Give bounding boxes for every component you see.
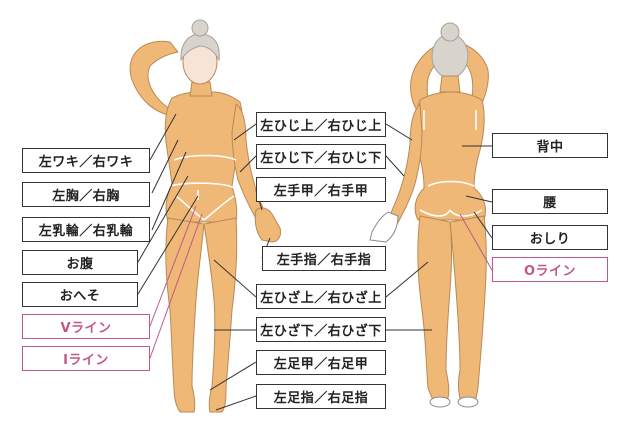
connector-ashiyubi [215, 395, 257, 411]
connector-koshi [465, 195, 493, 203]
connector-hiza-ue [213, 259, 257, 298]
label-waki: 左ワキ／右ワキ [22, 148, 150, 173]
connector-onaka [137, 175, 189, 263]
label-tekou: 左手甲／右手甲 [256, 177, 386, 202]
label-o-line: Oライン [492, 257, 608, 282]
label-ashikou: 左足甲／右足甲 [256, 350, 386, 375]
label-ashiyubi: 左足指／右足指 [256, 384, 386, 409]
front-torso [164, 91, 243, 223]
connector-hiji-ue-back [385, 123, 413, 141]
front-left-leg [165, 217, 205, 413]
connector-v-line [149, 205, 197, 327]
connector-o-line [459, 213, 493, 271]
connector-lines-pink [149, 205, 493, 359]
label-nyurin: 左乳輪／右乳輪 [22, 217, 150, 242]
front-right-leg [203, 217, 238, 413]
front-figure [129, 19, 281, 413]
label-i-line: Iライン [22, 346, 150, 371]
back-zone-lines [419, 110, 483, 217]
back-figure [369, 22, 489, 408]
front-hand [254, 207, 281, 243]
label-teyubi: 左手指／右手指 [262, 246, 386, 271]
label-senaka: 背中 [492, 133, 608, 158]
back-right-foot [457, 396, 479, 408]
connector-oshiri [473, 211, 493, 239]
label-v-line: Vライン [22, 314, 150, 339]
connector-ashikou [209, 361, 257, 391]
connector-waki [149, 113, 177, 161]
label-hiji-shita: 左ひじ下／右ひじ下 [256, 144, 386, 169]
label-onaka: お腹 [22, 250, 138, 275]
connector-hiji-shita [239, 155, 257, 173]
back-torso [414, 91, 487, 221]
connector-nyurin [151, 151, 187, 231]
label-koshi: 腰 [492, 189, 608, 214]
connector-hiza-ue-back [385, 261, 429, 298]
front-raised-arm [129, 40, 179, 116]
back-hand [369, 211, 399, 243]
front-hair [180, 33, 220, 62]
connector-i-line [149, 213, 203, 359]
back-neck [439, 75, 461, 93]
back-right-leg [449, 215, 487, 399]
connector-lines [137, 113, 493, 411]
connector-mune [151, 139, 179, 194]
front-zone-lines [169, 154, 237, 221]
connector-hiji-shita-back [385, 155, 405, 177]
back-left-leg [417, 215, 452, 399]
front-hair-bun [191, 19, 209, 37]
label-mune: 左胸／右胸 [22, 182, 150, 207]
back-left-foot [429, 396, 451, 408]
label-oheso: おへそ [22, 282, 138, 307]
label-hiza-shita: 左ひざ下／右ひざ下 [256, 317, 386, 342]
label-oshiri: おしり [492, 225, 608, 250]
connector-hiji-ue [233, 123, 257, 141]
back-hair-bun [440, 22, 460, 42]
label-hiza-ue: 左ひざ上／右ひざ上 [256, 284, 386, 309]
label-hiji-ue: 左ひじ上／右ひじ上 [256, 112, 386, 137]
connector-oheso [137, 195, 199, 295]
